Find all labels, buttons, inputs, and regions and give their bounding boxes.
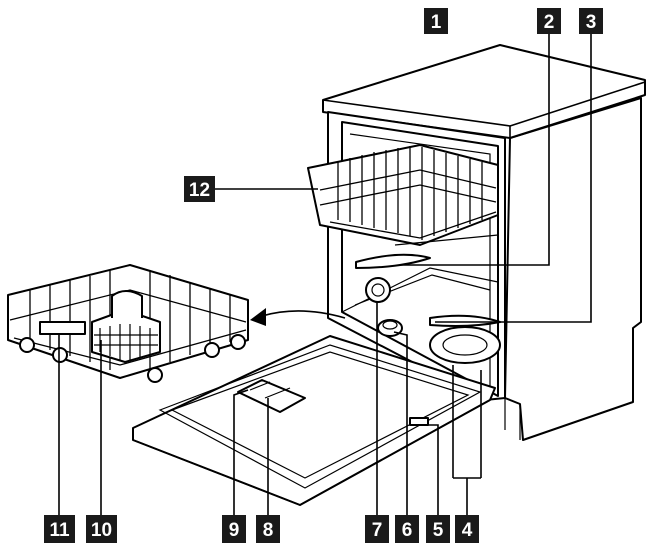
callout-10: 10: [86, 515, 117, 543]
leader-6: [393, 331, 408, 515]
callout-7: 7: [365, 515, 389, 543]
lower-spray-arm: [429, 314, 501, 364]
callout-8-label: 8: [263, 520, 274, 541]
leader-9: [233, 389, 249, 515]
callout-9-label: 9: [229, 520, 240, 541]
callout-12: 12: [184, 176, 215, 202]
dishwasher-door: [132, 335, 496, 506]
remove-basket-arrow: [250, 308, 346, 326]
callout-7-label: 7: [372, 520, 383, 541]
callout-9: 9: [222, 515, 246, 543]
callout-5: 5: [426, 515, 450, 543]
callout-12-label: 12: [189, 180, 210, 201]
leader-5: [425, 424, 439, 515]
callout-3-label: 3: [586, 12, 597, 33]
cutlery-basket: [91, 290, 161, 363]
callout-11: 11: [44, 515, 75, 543]
callout-5-label: 5: [433, 520, 444, 541]
callout-4: 4: [455, 515, 479, 543]
leader-3: [435, 28, 592, 323]
filter-assembly: [365, 277, 391, 303]
worktop: [322, 44, 646, 139]
upper-spray-arm: [355, 253, 431, 269]
leader-2: [400, 28, 550, 266]
callout-3: 3: [579, 8, 603, 34]
callout-8: 8: [256, 515, 280, 543]
door-latch: [409, 417, 429, 426]
basket-plate-holder: [39, 321, 86, 335]
leader-lines: [58, 28, 592, 515]
callout-1: 1: [424, 8, 448, 34]
callout-4-label: 4: [462, 520, 473, 541]
upper-basket: [307, 144, 499, 246]
callout-6-label: 6: [402, 520, 413, 541]
callout-10-label: 10: [91, 520, 112, 541]
callout-2-label: 2: [544, 12, 555, 33]
callout-11-label: 11: [49, 520, 70, 541]
basket-wheels: [19, 334, 246, 383]
callout-6: 6: [395, 515, 419, 543]
callout-1-label: 1: [431, 12, 442, 33]
callout-2: 2: [537, 8, 561, 34]
